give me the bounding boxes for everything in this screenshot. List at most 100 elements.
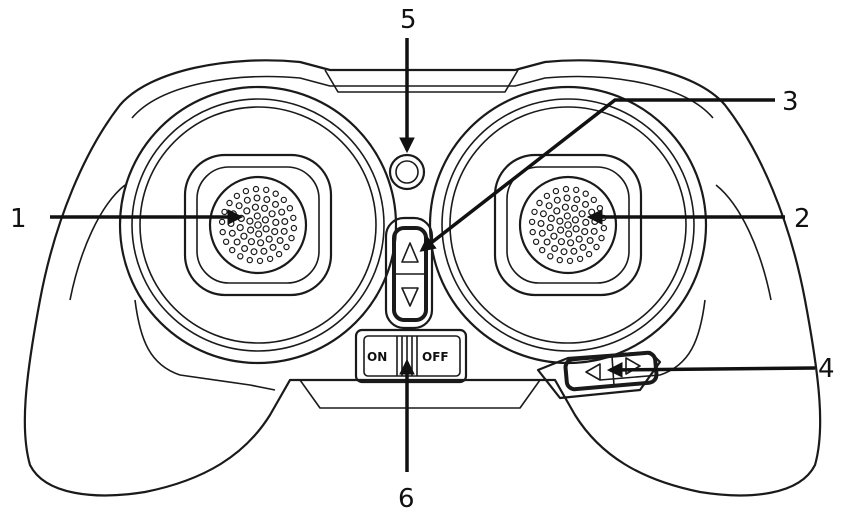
trim-up-down-rocker[interactable] <box>384 216 434 330</box>
grip-dot <box>240 232 248 240</box>
grip-dot <box>243 196 251 204</box>
grip-dot <box>272 190 279 197</box>
grip-dot <box>560 248 568 256</box>
grip-dot <box>571 216 580 224</box>
grip-dot <box>263 186 270 194</box>
grip-dot <box>528 218 536 226</box>
grip-dot <box>280 227 288 235</box>
grip-dot <box>237 253 244 260</box>
grip-dot <box>233 238 241 246</box>
grip-dot <box>256 257 264 265</box>
callout-label-4: 4 <box>818 354 835 384</box>
grip-dot <box>575 235 583 243</box>
grip-dot <box>222 238 230 245</box>
grip-dot <box>265 235 273 243</box>
grip-dot <box>278 208 286 216</box>
grip-dot <box>570 204 579 212</box>
grip-dot <box>536 199 543 207</box>
grip-dot <box>539 246 546 254</box>
grip-dot <box>228 229 236 237</box>
grip-dot <box>588 208 596 216</box>
left-joystick[interactable] <box>118 85 398 365</box>
grip-dot <box>570 247 578 255</box>
grip-dot <box>531 208 538 216</box>
grip-dot <box>582 218 590 226</box>
grip-dot <box>556 226 565 234</box>
grip-dot <box>581 200 589 208</box>
trim-left-arrow-icon[interactable] <box>585 363 601 381</box>
callout-label-1: 1 <box>10 204 27 234</box>
grip-dot <box>562 185 570 193</box>
grip-dot <box>246 217 254 225</box>
trim-left-right-rocker[interactable] <box>536 350 662 400</box>
callout-arrow-3 <box>419 98 775 252</box>
grip-dot <box>556 256 564 264</box>
left-joystick-grip-texture <box>218 185 298 265</box>
grip-dot <box>550 232 558 240</box>
grip-dot <box>551 245 559 253</box>
grip-dot <box>275 250 283 258</box>
grip-dot <box>252 185 260 193</box>
grip-dot <box>227 220 235 228</box>
grip-dot <box>553 207 561 215</box>
grip-dot <box>565 230 573 238</box>
grip-dot <box>226 199 233 207</box>
grip-dot <box>268 210 276 218</box>
grip-dot <box>269 243 277 251</box>
grip-dot <box>253 194 261 202</box>
grip-dot <box>547 253 554 260</box>
grip-dot <box>538 229 546 237</box>
grip-dot <box>529 228 536 236</box>
grip-dot <box>235 202 243 210</box>
grip-dot <box>585 250 593 258</box>
grip-dot <box>586 237 594 245</box>
grip-dot <box>272 218 280 226</box>
grip-dot <box>243 207 251 215</box>
grip-dot <box>576 255 584 263</box>
grip-dot <box>241 245 249 253</box>
callout-arrow-4 <box>606 362 816 378</box>
right-joystick[interactable] <box>428 85 708 365</box>
grip-dot <box>280 196 287 204</box>
grip-dot <box>590 196 598 204</box>
controller-body <box>23 59 822 497</box>
center-button[interactable] <box>388 153 426 191</box>
grip-dot <box>218 218 226 226</box>
grip-dot <box>228 246 236 254</box>
grip-dot <box>573 196 581 204</box>
grip-dot <box>246 256 253 264</box>
trim-up-arrow-icon[interactable] <box>401 242 419 263</box>
grip-dot <box>247 238 255 246</box>
callout-arrows <box>50 38 816 472</box>
grip-dot <box>261 216 269 224</box>
grip-dot <box>283 243 290 251</box>
grip-dot <box>537 220 545 228</box>
grip-dot <box>271 228 279 236</box>
grip-dot <box>590 227 598 235</box>
grip-dot <box>221 208 228 216</box>
grip-dot <box>539 210 547 218</box>
grip-dot <box>233 192 241 200</box>
grip-dot <box>546 224 554 232</box>
grip-dot <box>290 214 297 222</box>
right-joystick-grip-texture <box>528 185 608 265</box>
grip-dot <box>236 224 244 232</box>
grip-dot <box>598 234 605 242</box>
grip-dot <box>257 239 265 247</box>
grip-dot <box>262 225 270 233</box>
trim-right-arrow-icon[interactable] <box>625 357 641 375</box>
grip-dot <box>253 212 261 220</box>
grip-dot <box>543 192 551 200</box>
grip-dot <box>593 243 600 251</box>
grip-dot <box>553 196 561 204</box>
grip-dot <box>573 186 580 194</box>
power-switch-off-label: OFF <box>422 350 449 364</box>
grip-dot <box>563 194 571 202</box>
power-switch[interactable]: ON OFF <box>354 328 468 384</box>
grip-dot <box>561 203 570 211</box>
grip-dot <box>572 225 580 233</box>
grip-dot <box>543 238 551 246</box>
grip-dot <box>552 187 560 195</box>
trim-down-arrow-icon[interactable] <box>401 287 419 307</box>
